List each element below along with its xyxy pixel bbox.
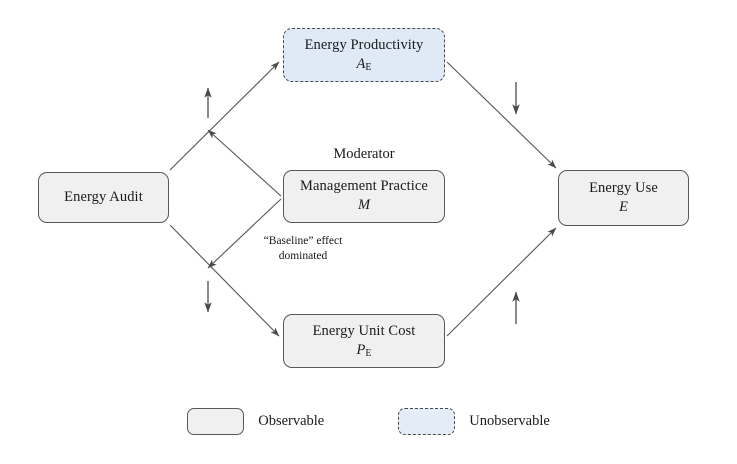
label-moderator: Moderator <box>333 146 395 162</box>
legend-label-observable: Observable <box>258 413 325 429</box>
label-baseline-effect: “Baseline” effect dominated <box>243 234 363 264</box>
node-energy-audit-title: Energy Audit <box>64 188 143 205</box>
node-energy-use[interactable]: Energy Use E <box>558 170 689 226</box>
node-management-practice-title: Management Practice <box>300 178 428 195</box>
legend-label-unobservable: Unobservable <box>469 413 550 429</box>
edge-unit-cost-to-use <box>446 227 557 337</box>
node-management-practice-symbol: M <box>357 197 371 213</box>
node-energy-audit[interactable]: Energy Audit <box>38 172 169 223</box>
legend-swatch-unobservable <box>398 408 456 435</box>
node-energy-productivity[interactable]: Energy Productivity AE <box>283 28 445 82</box>
edge-audit-to-productivity <box>169 61 280 171</box>
node-management-practice[interactable]: Management Practice M <box>283 170 445 223</box>
legend: Observable Unobservable <box>0 408 737 435</box>
node-energy-unit-cost[interactable]: Energy Unit Cost PE <box>283 314 445 368</box>
node-energy-productivity-symbol: AE <box>356 55 372 73</box>
edge-moderator-to-productivity-path <box>207 129 282 197</box>
node-energy-use-symbol: E <box>619 198 628 215</box>
legend-swatch-observable <box>187 408 245 435</box>
node-energy-productivity-title: Energy Productivity <box>304 36 424 53</box>
node-energy-use-title: Energy Use <box>589 179 658 196</box>
label-baseline-effect-line1: “Baseline” effect <box>263 235 343 247</box>
node-energy-unit-cost-title: Energy Unit Cost <box>312 322 416 339</box>
legend-item-observable: Observable <box>187 408 324 435</box>
label-baseline-effect-line2: dominated <box>278 249 328 262</box>
legend-item-unobservable: Unobservable <box>398 408 550 435</box>
edge-productivity-to-use <box>446 61 557 169</box>
node-energy-unit-cost-symbol: PE <box>356 341 372 359</box>
